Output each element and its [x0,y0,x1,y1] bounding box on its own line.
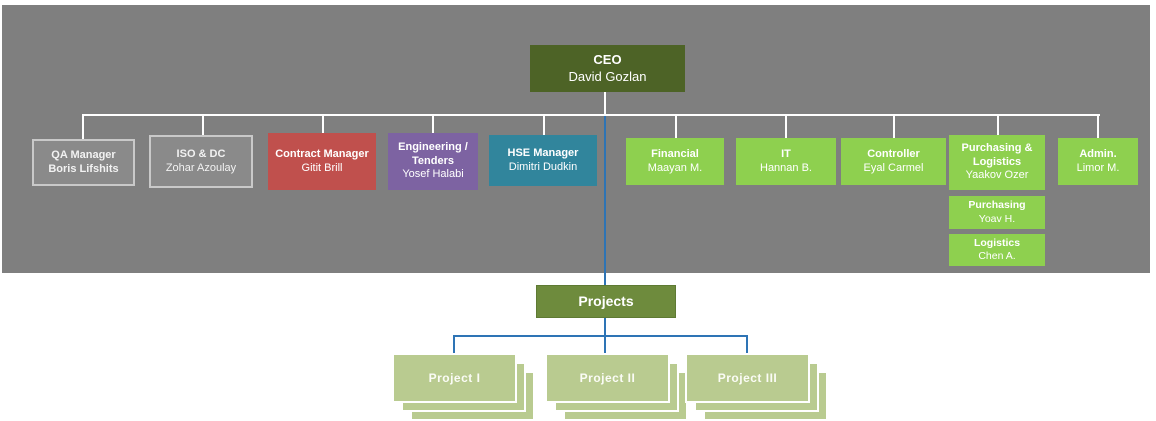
connector-drop-controller [893,116,895,138]
connector-ceo-stub [604,92,606,116]
org-node-financial: Financial Maayan M. [626,138,724,185]
connector-drop-hse [543,116,545,135]
org-node-title: Admin. [1079,147,1117,160]
connector-horizontal-rail [82,114,1100,116]
org-node-title: CEO [593,52,622,68]
org-node-qa-manager: QA Manager Boris Lifshits [32,139,135,186]
org-node-it: IT Hannan B. [736,138,836,185]
org-node-title: Contract Manager [275,147,369,160]
connector-drop-project3 [746,337,748,353]
org-node-name: Zohar Azoulay [165,161,237,174]
org-node-admin: Admin. Limor M. [1058,138,1138,185]
org-node-name: Eyal Carmel [863,161,924,174]
org-node-ceo: CEO David Gozlan [530,45,685,92]
org-node-logistics-sub: Logistics Chen A. [949,234,1045,266]
connector-drop-project1 [453,337,455,353]
org-node-name: Gitit Brill [301,161,343,174]
connector-drop-it [785,116,787,138]
connector-drop-engineering [432,116,434,133]
org-node-name: Boris Lifshits [48,162,119,175]
project-card-label: Project I [428,371,481,385]
org-node-name: Maayan M. [647,161,703,174]
project-card: Project III [685,353,810,403]
connector-drop-purchasing [997,116,999,135]
project-card-stack-3: Project III [685,353,828,421]
project-card-stack-2: Project II [545,353,688,421]
org-node-engineering-tenders: Engineering / Tenders Yosef Halabi [388,133,478,190]
connector-drop-qa [82,116,84,139]
org-node-name: Limor M. [1076,161,1120,174]
org-node-title: Controller [867,147,920,160]
project-card-label: Project III [717,371,778,385]
org-node-title: ISO & DC [176,147,226,160]
connector-ceo-to-projects [604,116,606,285]
org-node-title: Engineering / Tenders [398,140,468,167]
org-node-title: IT [781,147,791,160]
connector-drop-contract [322,116,324,133]
org-node-projects: Projects [536,285,676,318]
org-node-name: David Gozlan [568,68,647,84]
connector-drop-project2 [604,337,606,353]
org-node-name: Chen A. [978,250,1016,262]
org-node-purchasing-sub: Purchasing Yoav H. [949,196,1045,229]
org-node-name: Yosef Halabi [402,168,464,181]
org-node-name: Hannan B. [760,161,812,174]
org-node-contract-manager: Contract Manager Gitit Brill [268,133,376,190]
connector-drop-iso [202,116,204,135]
org-node-title: Financial [651,147,699,160]
org-node-title: Purchasing [968,199,1026,212]
org-node-title: Logistics [973,236,1021,249]
org-node-hse-manager: HSE Manager Dimitri Dudkin [489,135,597,186]
project-card-label: Project II [579,371,636,385]
org-node-title: HSE Manager [507,146,579,159]
org-node-name: Yoav H. [978,212,1016,225]
org-node-title: QA Manager [51,148,116,161]
project-card: Project II [545,353,670,403]
org-node-name: Dimitri Dudkin [508,160,578,173]
connector-drop-financial [675,116,677,138]
org-node-controller: Controller Eyal Carmel [841,138,946,185]
org-node-iso-dc: ISO & DC Zohar Azoulay [149,135,253,188]
org-node-title: Purchasing & Logistics [961,141,1033,168]
org-node-name: Yaakov Ozer [965,169,1029,182]
org-node-purchasing-logistics: Purchasing & Logistics Yaakov Ozer [949,135,1045,190]
connector-projects-stub [604,318,606,335]
project-card: Project I [392,353,517,403]
connector-projects-rail [453,335,748,337]
connector-drop-admin [1097,116,1099,138]
org-node-title: Projects [578,292,634,309]
project-card-stack-1: Project I [392,353,535,421]
